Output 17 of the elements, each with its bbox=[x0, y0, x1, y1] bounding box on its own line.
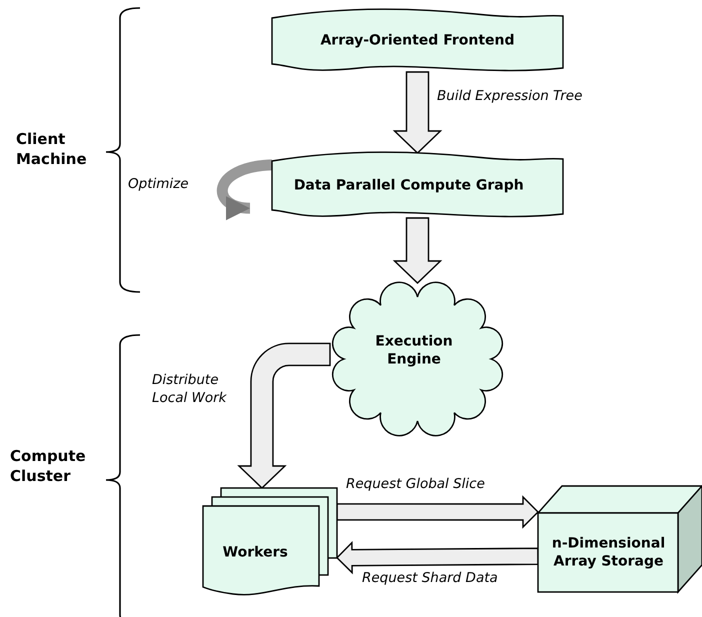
node-title: Execution Engine bbox=[374, 334, 454, 369]
edge-label: Request Shard Data bbox=[362, 570, 498, 588]
node-title: Array-Oriented Frontend bbox=[320, 32, 515, 50]
block-arrow bbox=[216, 159, 272, 218]
edge-label: Build Expression Tree bbox=[437, 88, 582, 106]
node-title: n-Dimensional Array Storage bbox=[550, 536, 666, 571]
block-arrow bbox=[238, 342, 331, 489]
group-label: Client Machine bbox=[16, 130, 88, 169]
group-label: Compute Cluster bbox=[10, 447, 87, 486]
edge-label: Request Global Slice bbox=[346, 476, 485, 494]
block-arrow bbox=[336, 540, 539, 574]
block-arrow bbox=[336, 495, 539, 529]
edge-label: Optimize bbox=[128, 176, 189, 194]
block-arrow bbox=[392, 71, 442, 154]
block-arrow bbox=[392, 217, 442, 284]
node-title: Workers bbox=[222, 544, 288, 562]
node-title: Data Parallel Compute Graph bbox=[294, 176, 524, 194]
